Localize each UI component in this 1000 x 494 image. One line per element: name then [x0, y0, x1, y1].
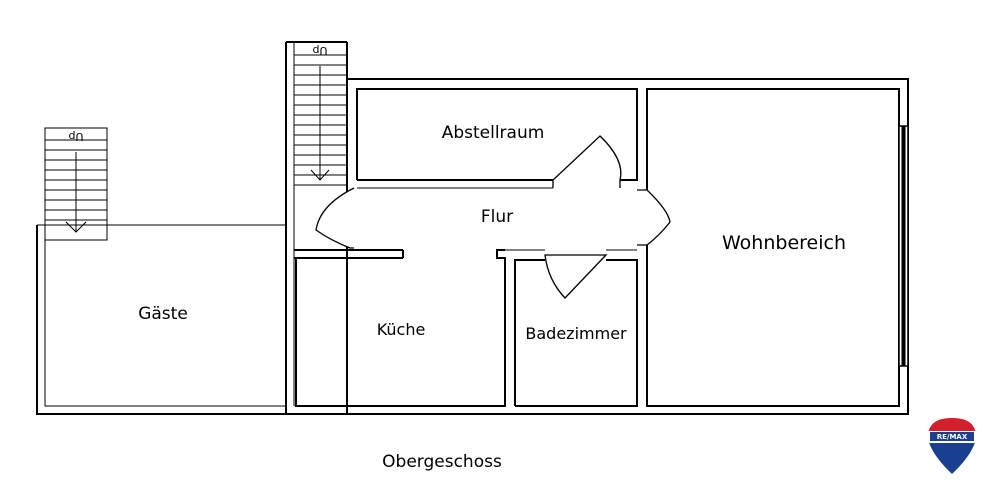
outer-walls: [36, 41, 909, 415]
stair-left: Up: [44, 127, 108, 241]
remax-balloon-red: [928, 418, 976, 431]
window: [898, 125, 909, 367]
stair-middle-up-label: Up: [312, 44, 327, 57]
stair-middle: Up: [294, 44, 347, 186]
doors: [315, 135, 671, 299]
abstellraum-walls: [356, 88, 638, 181]
abstellraum-door: [552, 135, 622, 188]
remax-banner: [930, 432, 974, 441]
remax-balloon-blue: [928, 443, 976, 474]
room-label-kueche: Küche: [377, 320, 426, 339]
room-label-gaeste: Gäste: [138, 304, 188, 324]
stair-left-arrow-head: [65, 221, 87, 233]
flur-left-door: [315, 187, 355, 249]
room-label-wohnbereich: Wohnbereich: [722, 232, 846, 254]
room-label-abstellraum: Abstellraum: [442, 123, 545, 143]
kueche-top-wall: [294, 249, 404, 259]
kueche-walls: [295, 249, 506, 407]
room-label-flur: Flur: [481, 207, 513, 227]
floor-title: Obergeschoss: [382, 452, 502, 472]
badezimmer-door: [544, 254, 608, 299]
wohnbereich-door: [637, 189, 671, 246]
badezimmer-walls: [514, 259, 638, 407]
guest-outer-wall: [36, 225, 347, 415]
remax-balloon: [928, 418, 976, 474]
stair-middle-arrow-head: [310, 169, 330, 181]
stair-left-frame: [44, 127, 108, 241]
stair-left-up-label: Up: [68, 130, 83, 143]
remax-logo: RE/MAX: [928, 418, 976, 474]
remax-logo-text: RE/MAX: [937, 433, 968, 441]
room-labels: Abstellraum Flur Wohnbereich Gäste Küche…: [138, 123, 846, 343]
room-label-badezimmer: Badezimmer: [525, 324, 627, 343]
guest-inner-wall: [44, 225, 286, 407]
